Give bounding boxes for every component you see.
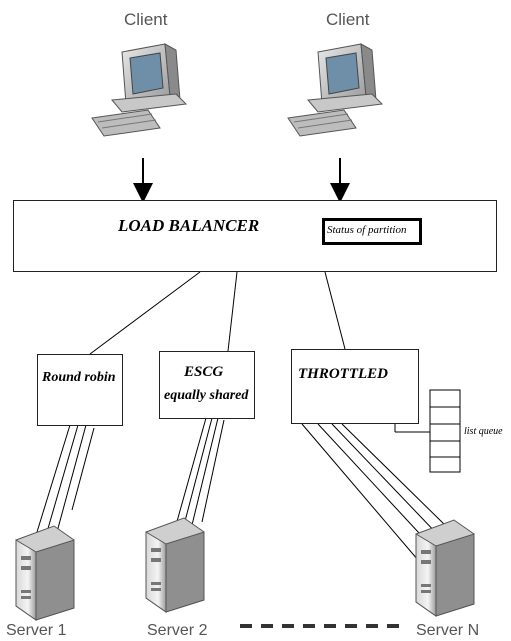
status-of-partition-box [322,218,422,245]
throttled-label: THROTTLED [298,366,388,382]
lb-to-escg-line [227,271,238,352]
escg-box [159,351,255,419]
escg-label: ESCG [184,364,224,380]
status-of-partition-label: Status of partition [327,224,407,236]
lb-to-roundrobin-line [89,271,201,355]
client-1-label: Client [124,10,168,29]
server-1-label: Server 1 [6,622,67,639]
list-queue-label: list queue [464,426,503,437]
load-balancer-title: LOAD BALANCER [118,216,260,235]
server-n-label: Server N [416,622,480,639]
round-robin-label: Round robin [42,370,116,385]
escg-sublabel: equally shared [164,388,249,403]
client-computer-1-icon [91,43,188,137]
server-1-icon [15,525,75,621]
client-2-label: Client [326,10,370,29]
round-robin-box [37,354,123,426]
throttled-to-servern-lines [301,423,448,561]
escg-to-server2-lines [175,417,225,526]
lb-to-throttled-line [324,271,346,350]
throttled-box [291,349,419,424]
server-2-label: Server 2 [147,622,208,639]
load-balancer-box [13,200,497,272]
server-n-icon [415,519,475,617]
server-2-icon [145,517,205,613]
roundrobin-to-server1-lines [36,424,95,533]
client-computer-2-icon [287,43,384,137]
list-queue-icon [429,389,461,473]
